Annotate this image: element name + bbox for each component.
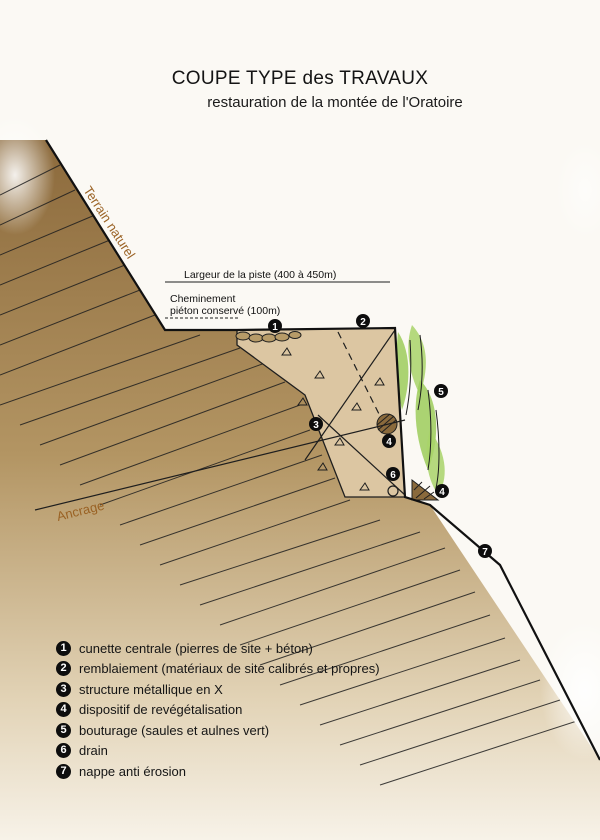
marker-1: 1 [268, 319, 282, 333]
svg-text:6: 6 [390, 470, 396, 481]
legend-text: structure métallique en X [79, 681, 223, 697]
revegetation-device [376, 413, 440, 501]
piste-width-label: Largeur de la piste (400 à 450m) [184, 269, 336, 281]
mist-patch [555, 140, 600, 240]
svg-text:5: 5 [438, 387, 444, 398]
legend-text: cunette centrale (pierres de site + béto… [79, 640, 313, 656]
legend: 1 cunette centrale (pierres de site + bé… [56, 638, 380, 782]
marker-7: 7 [478, 544, 492, 558]
diagram-subtitle: restauration de la montée de l'Oratoire [207, 94, 463, 111]
legend-number-badge: 7 [56, 763, 71, 779]
cheminement-label-line1: Cheminement [170, 293, 235, 305]
cunette-stones [235, 331, 302, 343]
legend-item: 3 structure métallique en X [56, 679, 380, 700]
legend-item: 1 cunette centrale (pierres de site + bé… [56, 638, 380, 659]
legend-number-badge: 2 [56, 661, 71, 677]
ground-hatching [0, 164, 581, 786]
legend-item: 4 dispositif de revégétalisation [56, 700, 380, 721]
marker-2: 2 [356, 314, 370, 328]
aggregate-marks [281, 347, 385, 491]
legend-number-badge: 1 [56, 640, 71, 656]
drain-pipe [387, 485, 399, 497]
legend-number-badge: 5 [56, 722, 71, 738]
dimension-lines [165, 281, 390, 319]
svg-text:4: 4 [386, 437, 392, 448]
marker-6: 6 [386, 467, 400, 481]
legend-item: 6 drain [56, 741, 380, 762]
vegetation [396, 325, 445, 495]
legend-number-badge: 6 [56, 743, 71, 759]
legend-text: nappe anti érosion [79, 763, 186, 779]
marker-4-upper: 4 [382, 434, 396, 448]
legend-item: 2 remblaiement (matériaux de site calibr… [56, 659, 380, 680]
legend-text: remblaiement (matériaux de site calibrés… [79, 661, 380, 677]
svg-text:7: 7 [482, 547, 488, 558]
legend-item: 5 bouturage (saules et aulnes vert) [56, 720, 380, 741]
diagram-title: COUPE TYPE des TRAVAUX [171, 68, 429, 89]
legend-text: bouturage (saules et aulnes vert) [79, 722, 270, 738]
marker-5: 5 [434, 384, 448, 398]
legend-item: 7 nappe anti érosion [56, 761, 380, 782]
anchor-rod [34, 419, 406, 511]
svg-text:3: 3 [313, 420, 319, 431]
cheminement-label-line2: piéton conservé (100m) [170, 305, 280, 317]
legend-number-badge: 4 [56, 702, 71, 718]
svg-text:4: 4 [439, 487, 445, 498]
svg-text:1: 1 [272, 322, 278, 333]
svg-text:2: 2 [360, 317, 366, 328]
mist-patch [540, 620, 600, 760]
marker-4-lower: 4 [435, 484, 449, 498]
mist-patch [0, 115, 55, 235]
legend-text: dispositif de revégétalisation [79, 702, 243, 718]
legend-number-badge: 3 [56, 681, 71, 697]
legend-text: drain [79, 743, 108, 759]
marker-3: 3 [309, 417, 323, 431]
